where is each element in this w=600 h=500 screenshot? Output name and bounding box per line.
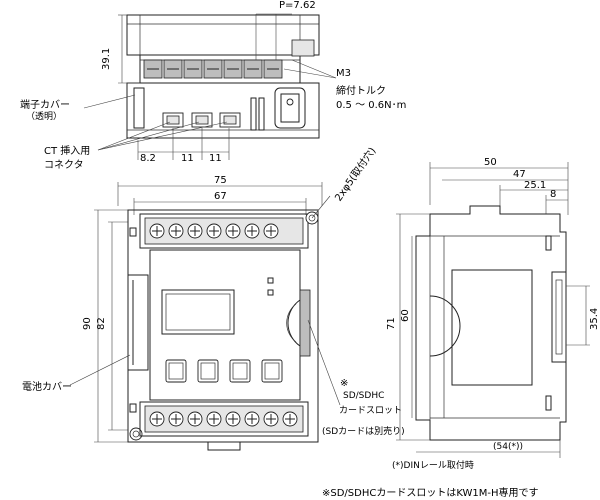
ct-connector-label: CT 挿入用 [44,146,91,157]
pitch-label: P=7.62 [279,0,316,11]
side-view-body [415,205,567,441]
m3-label: M3 [336,68,351,79]
dim-39-1-label: 39.1 [101,47,112,70]
lcd-display [161,289,235,335]
dim-47-label: 47 [513,169,526,180]
terminal-cover-label: 端子カバー [20,100,70,111]
side-view [396,162,590,458]
mount-hole-bottom [129,427,143,441]
dim-60-label: 60 [400,309,411,322]
sd-card-slot [299,289,311,357]
dim-50-label: 50 [484,157,497,168]
battery-cover-label: 電池カバー [22,382,72,393]
dim-82-label: 82 [96,317,107,330]
torque-value-label: 0.5 ～ 0.6N･m [336,100,407,111]
dim-35-4-label: 35.4 [589,307,600,330]
ct-connector-label-2: コネクタ [44,160,84,171]
sd-slot-label: SD/SDHC [343,391,385,401]
torque-title-label: 締付トルク [336,86,386,97]
front-view [69,182,341,451]
sd-sold-separately-label: (SDカードは別売り) [322,427,405,437]
dim-11b-label: 11 [209,153,222,164]
sd-slot-label-2: カードスロット [339,406,403,416]
dim-67-label: 67 [214,191,227,202]
dim-11a-label: 11 [181,153,194,164]
dim-90-label: 90 [82,317,93,330]
footnote: ※SD/SDHCカードスロットはKW1M-H専用です [322,488,539,499]
front-bottom-terminals [149,411,298,427]
battery-cover [127,274,149,371]
dim-8-2-label: 8.2 [140,153,156,164]
asterisk-label: ※ [340,378,349,389]
dim-71-label: 71 [386,317,397,330]
dim-8-label: 8 [550,189,557,200]
top-view [83,13,337,160]
terminal-cover-sub-label: （透明） [26,112,63,122]
ct-connectors [162,112,241,128]
front-keys [165,359,283,383]
top-view-rear-body [126,14,320,56]
dim-25-1-label: 25.1 [524,180,547,191]
top-terminal-screws [143,59,283,79]
dim-54-label: (54(*)) [493,442,523,452]
dim-75-label: 75 [214,175,227,186]
din-rail-note: (*)DINレール取付時 [392,461,474,471]
front-top-terminals [149,223,279,239]
